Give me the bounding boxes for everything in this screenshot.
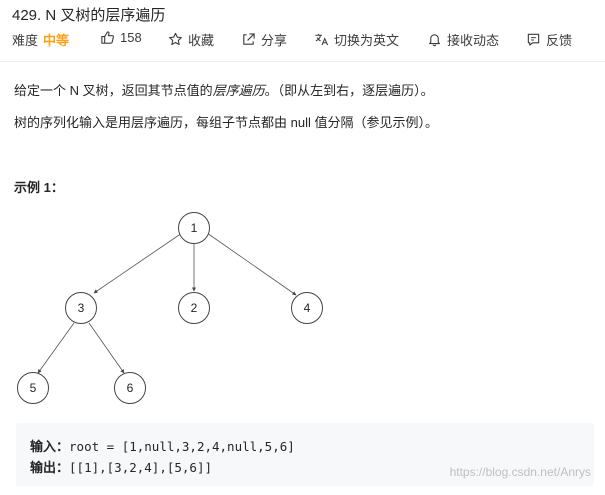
switch-language-button[interactable]: 切换为英文: [314, 30, 399, 49]
tree-node-4: 4: [304, 301, 311, 315]
n-ary-tree-diagram: 1 3 2 4 5 6: [17, 212, 323, 404]
tree-node-circle-4: [291, 292, 323, 324]
feedback-icon: [526, 32, 541, 47]
notify-label: 接收动态: [447, 33, 500, 48]
example-output-line: 输出：[[1],[3,2,4],[5,6]]: [30, 457, 212, 476]
watermark: https://blog.csdn.net/Anrys: [449, 465, 591, 479]
like-button[interactable]: 158: [100, 30, 142, 45]
feedback-label: 反馈: [546, 33, 573, 48]
description-paragraph-1: 给定一个 N 叉树，返回其节点值的层序遍历。（即从左到右，逐层遍历）。: [14, 80, 434, 99]
tree-node-6: 6: [127, 381, 134, 395]
difficulty-value: 中等: [43, 33, 70, 48]
switch-language-label: 切换为英文: [334, 33, 400, 48]
tree-node-3: 3: [78, 301, 85, 315]
description-paragraph-2: 树的序列化输入是用层序遍历，每组子节点都由 null 值分隔（参见示例）。: [14, 115, 438, 130]
thumbs-up-icon: [100, 30, 115, 45]
tree-edge-3-6: [88, 322, 125, 374]
description-emphasis: 层序遍历: [212, 83, 265, 98]
notify-button[interactable]: 接收动态: [427, 30, 499, 49]
difficulty: 难度 中等: [12, 30, 69, 49]
example-code-block: 输入：root = [1,null,3,2,4,null,5,6] 输出：[[1…: [16, 423, 594, 486]
translate-icon: [314, 32, 329, 47]
description-text-end: 。（即从左到右，逐层遍历）。: [264, 83, 434, 98]
input-label: 输入：: [30, 439, 70, 454]
input-value: root = [1,null,3,2,4,null,5,6]: [69, 439, 295, 454]
example-heading: 示例 1：: [14, 180, 64, 195]
tree-node-circle-6: [114, 372, 146, 404]
difficulty-label: 难度: [12, 33, 39, 48]
star-icon: [168, 32, 183, 47]
description-text: 给定一个 N 叉树，返回其节点值的: [14, 83, 213, 98]
tree-node-circle-1: [178, 212, 210, 244]
tree-edge-3-5: [37, 322, 75, 374]
output-value: [[1],[3,2,4],[5,6]]: [69, 460, 213, 475]
share-icon: [241, 32, 256, 47]
favorite-button[interactable]: 收藏: [168, 30, 214, 49]
output-label: 输出：: [30, 460, 70, 475]
tree-edge-1-3: [93, 232, 183, 294]
tree-node-circle-5: [17, 372, 49, 404]
problem-toolbar: 难度 中等 158 收藏 分享 切换为英文 接收动态 反: [0, 28, 605, 50]
bell-icon: [427, 32, 442, 47]
tree-node-2: 2: [191, 301, 198, 315]
like-count: 158: [120, 30, 142, 45]
header-divider: [0, 61, 605, 62]
tree-edge-1-4: [206, 232, 297, 296]
tree-node-1: 1: [191, 221, 198, 235]
tree-node-5: 5: [30, 381, 37, 395]
favorite-label: 收藏: [188, 33, 215, 48]
tree-node-circle-2: [178, 292, 210, 324]
share-label: 分享: [261, 33, 288, 48]
feedback-button[interactable]: 反馈: [526, 30, 572, 49]
problem-title: 429. N 叉树的层序遍历: [12, 7, 166, 24]
example-input-line: 输入：root = [1,null,3,2,4,null,5,6]: [30, 436, 295, 455]
tree-node-circle-3: [65, 292, 97, 324]
share-button[interactable]: 分享: [241, 30, 287, 49]
